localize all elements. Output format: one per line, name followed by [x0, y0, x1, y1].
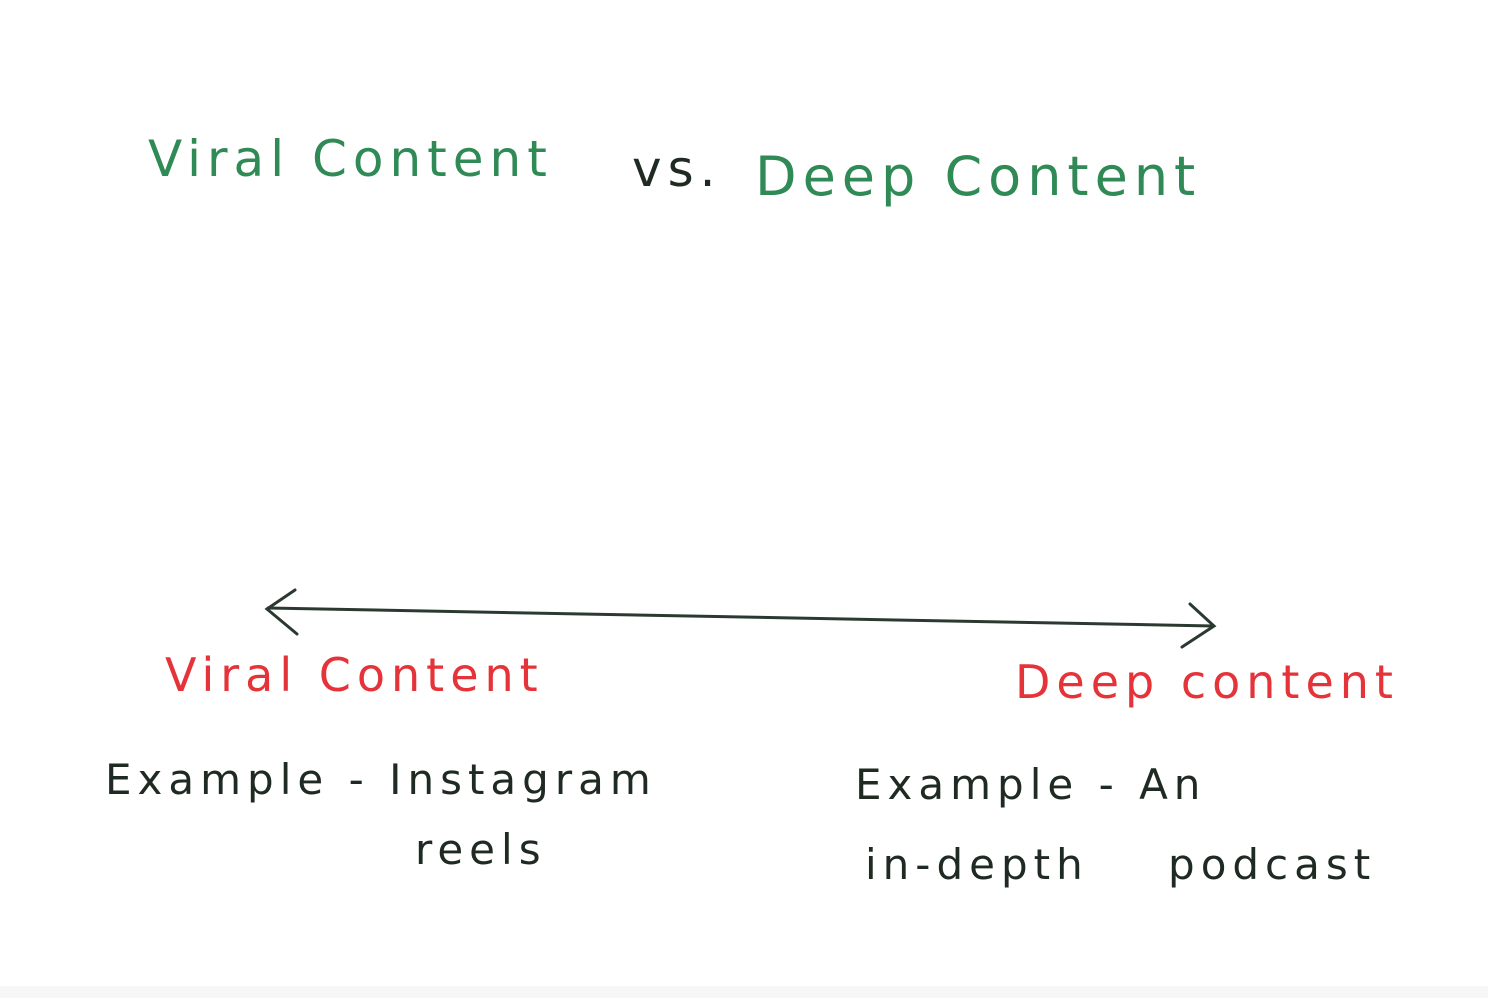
viral-example-line2: reels — [415, 825, 547, 874]
label-deep-content: Deep content — [1015, 655, 1399, 709]
viral-example-line1: Example - Instagram — [105, 755, 657, 804]
title-deep-content: Deep Content — [755, 145, 1202, 208]
spectrum-line — [266, 606, 1215, 628]
title-vs: vs. — [632, 140, 722, 198]
arrowhead-left — [264, 588, 299, 636]
arrowhead-right — [1180, 602, 1217, 649]
title-viral-content: Viral Content — [148, 130, 553, 188]
deep-example-line2: in-depth podcast — [865, 840, 1377, 889]
bottom-edge — [0, 986, 1488, 998]
label-viral-content: Viral Content — [165, 648, 544, 702]
deep-example-line1: Example - An — [855, 760, 1207, 809]
